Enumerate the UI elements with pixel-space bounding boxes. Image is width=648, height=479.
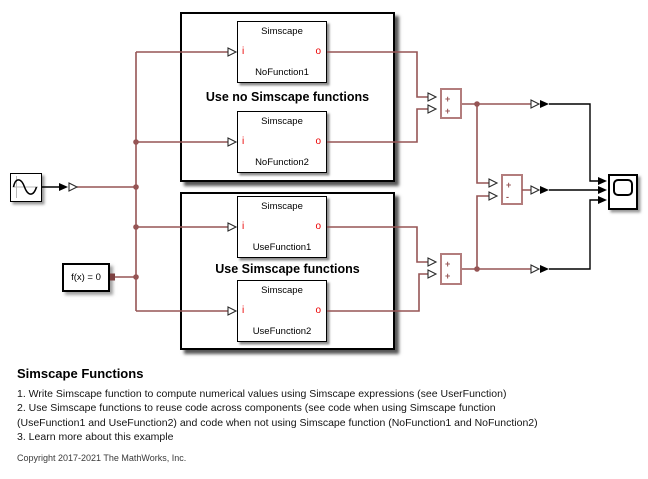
block-type-label: Simscape xyxy=(261,201,303,212)
note-line: 1. Write Simscape function to compute nu… xyxy=(17,388,507,400)
physical-port-icon xyxy=(427,104,438,114)
block-type-label: Simscape xyxy=(261,26,303,37)
simscape-block-usefunction1[interactable]: Simscape i o UseFunction1 xyxy=(237,196,327,258)
caption-use-simscape-functions: Use Simscape functions xyxy=(215,262,360,276)
solver-configuration-block[interactable]: f(x) = 0 xyxy=(62,263,110,292)
signal-arrow-icon xyxy=(59,183,68,191)
output-port-label: o xyxy=(315,305,321,316)
scope-input-arrow-icon xyxy=(598,186,607,194)
output-port-label: o xyxy=(315,46,321,57)
note-line: 2. Use Simscape functions to reuse code … xyxy=(17,402,496,415)
signal-arrow-icon xyxy=(540,100,549,108)
simscape-block-usefunction2[interactable]: Simscape i o UseFunction2 xyxy=(237,280,327,342)
block-type-label: Simscape xyxy=(261,116,303,127)
copyright-text: Copyright 2017-2021 The MathWorks, Inc. xyxy=(17,453,187,463)
junction-dot xyxy=(474,101,480,107)
scope-block[interactable] xyxy=(608,174,638,210)
block-type-label: Simscape xyxy=(261,285,303,296)
scope-input-arrow-icon xyxy=(598,177,607,185)
input-port-label: i xyxy=(242,46,245,57)
input-port-label: i xyxy=(242,221,245,232)
ps-add-block-top[interactable]: + + xyxy=(440,88,462,119)
plus-sign: + xyxy=(445,94,451,104)
junction-dot xyxy=(133,184,139,190)
simscape-block-nofunction2[interactable]: Simscape i o NoFunction2 xyxy=(237,111,327,173)
ps-add-block-bottom[interactable]: + + xyxy=(440,253,462,285)
junction-dot xyxy=(133,274,139,280)
signal-arrow-icon xyxy=(540,265,549,273)
scope-screen-icon xyxy=(613,179,633,196)
physical-port-icon xyxy=(68,182,79,192)
note-line: (UseFunction1 and UseFunction2) and code… xyxy=(17,416,538,429)
model-title: Simscape Functions xyxy=(17,366,144,381)
simscape-block-nofunction1[interactable]: Simscape i o NoFunction1 xyxy=(237,21,327,83)
block-name-label: NoFunction1 xyxy=(255,67,309,78)
signal-arrow-icon xyxy=(540,186,549,194)
physical-port-icon xyxy=(427,257,438,267)
junction-dot xyxy=(474,266,480,272)
plus-sign: + xyxy=(506,180,512,190)
scope-input-arrow-icon xyxy=(598,196,607,204)
sine-wave-block[interactable] xyxy=(10,173,42,202)
solver-label: f(x) = 0 xyxy=(71,272,101,283)
input-port-label: i xyxy=(242,136,245,147)
caption-use-no-simscape-functions: Use no Simscape functions xyxy=(205,90,370,104)
output-port-label: o xyxy=(315,221,321,232)
sine-wave-icon xyxy=(12,176,38,198)
block-name-label: NoFunction2 xyxy=(255,157,309,168)
physical-port-icon xyxy=(530,99,541,109)
junction-dot xyxy=(133,224,139,230)
physical-port-icon xyxy=(427,269,438,279)
physical-port-icon xyxy=(530,264,541,274)
physical-port-icon xyxy=(427,92,438,102)
block-name-label: UseFunction2 xyxy=(252,326,312,337)
ps-subtract-block-middle[interactable]: + - xyxy=(501,174,523,205)
model-notes: 1. Write Simscape function to compute nu… xyxy=(17,387,538,445)
physical-port-icon xyxy=(530,185,541,195)
block-name-label: UseFunction1 xyxy=(252,242,312,253)
note-line: 3. Learn more about this example xyxy=(17,431,174,444)
minus-sign: - xyxy=(506,192,509,202)
solver-port-nub xyxy=(110,273,115,281)
plus-sign: + xyxy=(445,271,451,281)
physical-port-icon xyxy=(488,191,499,201)
plus-sign: + xyxy=(445,259,451,269)
junction-dot xyxy=(133,139,139,145)
input-port-label: i xyxy=(242,305,245,316)
plus-sign: + xyxy=(445,106,451,116)
output-port-label: o xyxy=(315,136,321,147)
physical-port-icon xyxy=(488,178,499,188)
